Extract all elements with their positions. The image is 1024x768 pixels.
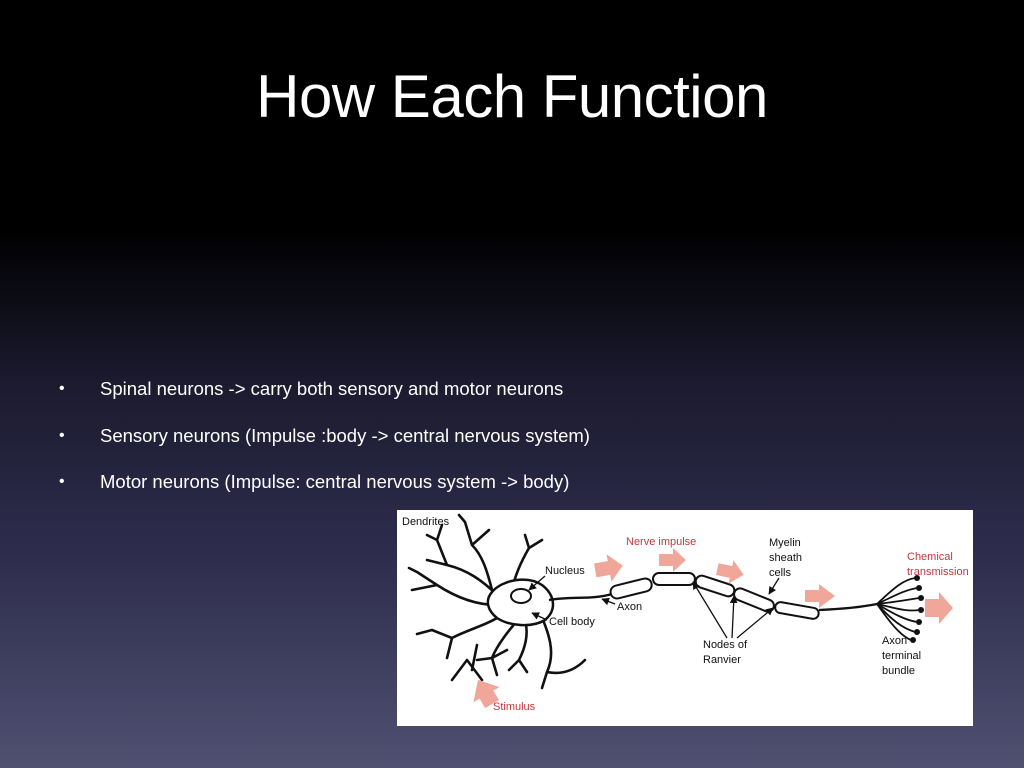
label-myelin-2: sheath bbox=[769, 552, 802, 564]
bullet-text: Sensory neurons (Impulse :body -> centra… bbox=[100, 424, 590, 446]
bullet-dot-icon: • bbox=[59, 426, 65, 444]
label-dendrites: Dendrites bbox=[402, 516, 450, 528]
axon-line bbox=[548, 592, 613, 602]
bullet-list: • Spinal neurons -> carry both sensory a… bbox=[58, 376, 590, 516]
bullet-text: Motor neurons (Impulse: central nervous … bbox=[100, 471, 570, 492]
label-nerve-impulse: Nerve impulse bbox=[626, 536, 696, 548]
nucleus-shape bbox=[510, 588, 532, 604]
label-nodes-2: Ranvier bbox=[703, 654, 741, 666]
label-stimulus: Stimulus bbox=[493, 701, 536, 713]
list-item: • Spinal neurons -> carry both sensory a… bbox=[58, 376, 590, 423]
slide-title: How Each Function bbox=[256, 63, 768, 130]
label-terminal-1: Axon bbox=[882, 635, 907, 647]
list-item: • Motor neurons (Impulse: central nervou… bbox=[58, 469, 590, 516]
bullet-text: Spinal neurons -> carry both sensory and… bbox=[100, 378, 564, 399]
axon-terminal-bundle bbox=[876, 577, 920, 641]
label-terminal-2: terminal bbox=[882, 650, 921, 662]
list-item: • Sensory neurons (Impulse :body -> cent… bbox=[58, 423, 590, 470]
impulse-arrows bbox=[473, 548, 953, 709]
pointer-lines bbox=[528, 575, 780, 639]
label-terminal-3: bundle bbox=[882, 665, 915, 677]
label-nucleus: Nucleus bbox=[545, 565, 585, 577]
neuron-diagram: Dendrites Nucleus Cell body Axon Nerve i… bbox=[397, 510, 973, 726]
terminal-buttons bbox=[910, 575, 924, 643]
label-chemical-2: transmission bbox=[907, 566, 969, 578]
dendrites-drawing bbox=[407, 513, 587, 690]
label-cell-body: Cell body bbox=[549, 616, 595, 628]
bullet-dot-icon: • bbox=[59, 380, 65, 397]
label-axon: Axon bbox=[617, 601, 642, 613]
neuron-diagram-svg: Dendrites Nucleus Cell body Axon Nerve i… bbox=[402, 513, 969, 713]
label-myelin-1: Myelin bbox=[769, 537, 801, 549]
bullet-dot-icon: • bbox=[59, 473, 65, 490]
label-chemical-1: Chemical bbox=[907, 551, 953, 563]
axon-continuation-line bbox=[818, 602, 878, 612]
label-myelin-3: cells bbox=[769, 567, 792, 579]
label-nodes-1: Nodes of bbox=[703, 639, 748, 651]
